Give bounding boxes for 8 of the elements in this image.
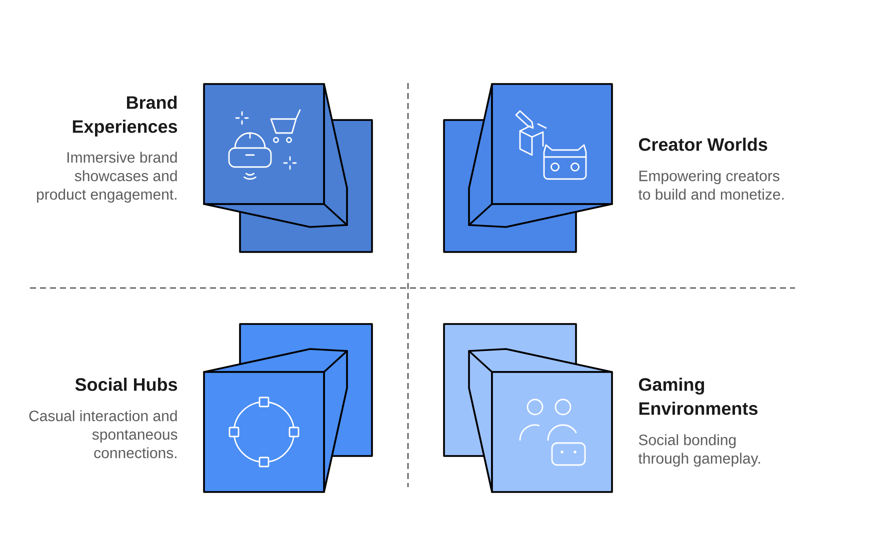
description: Empowering creators to build and monetize. — [638, 170, 784, 200]
heading: Gaming Environments — [638, 378, 758, 415]
heading: Creator Worlds — [638, 138, 768, 151]
heading: Social Hubs — [75, 378, 178, 391]
description: Immersive brand showcases and product engagement. — [37, 152, 177, 203]
description: Casual interaction and spontaneous connections. — [29, 410, 178, 458]
heading: Brand Experiences — [72, 96, 178, 136]
description: Social bonding through gameplay. — [638, 434, 760, 467]
